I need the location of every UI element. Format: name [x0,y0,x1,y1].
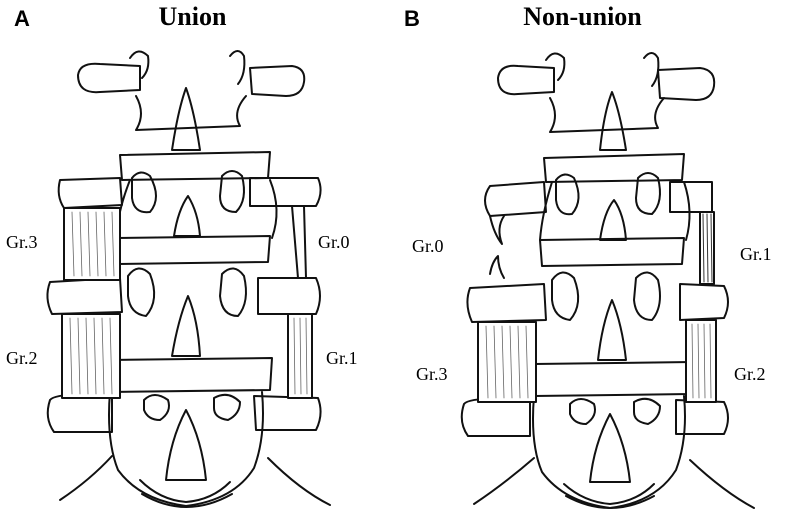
lumbar-spine-drawing [460,52,755,509]
panel-title: Non-union [523,2,642,31]
fusion-mass-lower-left [61,313,121,399]
grade-label-upper-right: Gr.1 [740,244,772,264]
grade-label-lower-left: Gr.3 [416,364,448,384]
grade-label-lower-right: Gr.2 [734,364,766,384]
panel-non-union: B Non-union [394,0,787,521]
fusion-mass-lower-right [287,313,313,399]
panel-title: Union [158,2,227,31]
lumbar-spine-drawing [46,50,331,508]
fusion-mass-upper-left [63,207,121,281]
panel-letter: A [14,6,30,31]
fusion-mass-lower-right [685,319,717,403]
fusion-mass-upper-right [291,205,307,279]
fusion-mass-upper-right [699,211,715,285]
fusion-mass-lower-left [477,321,537,403]
panel-union: A Union [0,0,393,521]
panel-letter: B [404,6,420,31]
grade-label-lower-right: Gr.1 [326,348,358,368]
grade-label-upper-right: Gr.0 [318,232,350,252]
grade-label-upper-left: Gr.0 [412,236,444,256]
grade-label-upper-left: Gr.3 [6,232,38,252]
grade-label-lower-left: Gr.2 [6,348,38,368]
